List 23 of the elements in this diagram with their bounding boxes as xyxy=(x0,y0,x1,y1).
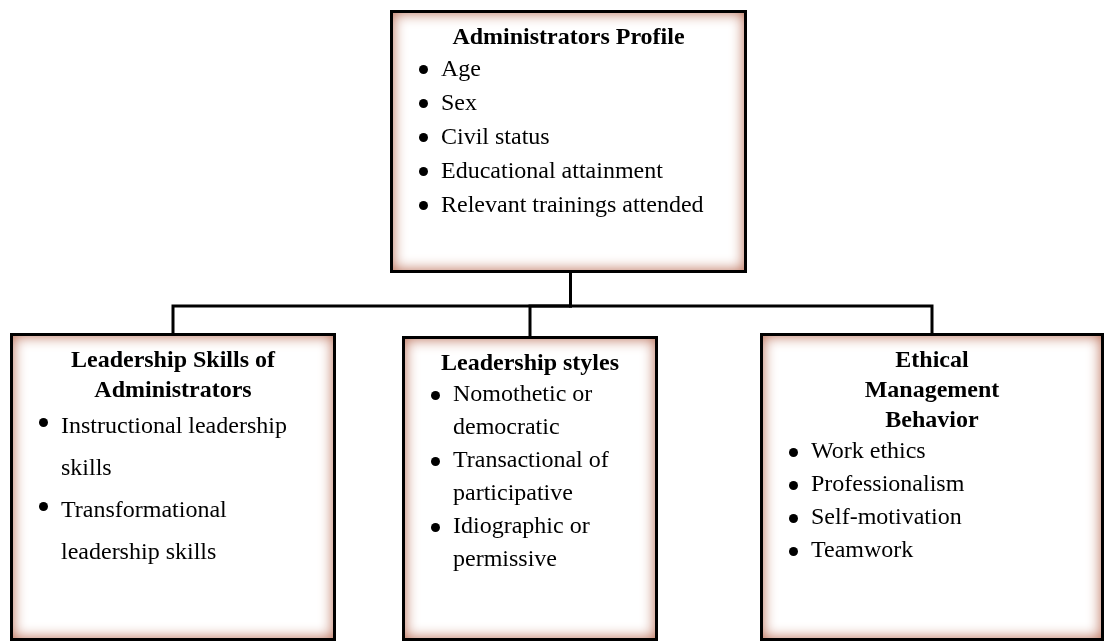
bullet-item: Transactional of participative xyxy=(453,445,610,507)
bullet-item: Instructional leadership skills xyxy=(61,411,288,482)
bullet-item: Age xyxy=(441,54,481,83)
bullet-item: Self-motivation xyxy=(811,502,962,531)
bullet-item: Relevant trainings attended xyxy=(441,190,704,219)
bullet-item: Idiographic or permissive xyxy=(453,511,591,573)
bullet-item: Transformational leadership skills xyxy=(61,495,228,566)
connector-line xyxy=(569,273,934,333)
category-box xyxy=(402,336,658,641)
box-heading: Leadership Skills of Administrators xyxy=(69,345,277,404)
category-box xyxy=(760,333,1104,641)
box-heading: Leadership styles xyxy=(441,348,619,377)
box-heading: Administrators Profile xyxy=(452,22,685,51)
bullet-item: Teamwork xyxy=(811,535,914,564)
bullet-item: Sex xyxy=(441,88,477,117)
bullet-item: Nomothetic or democratic xyxy=(453,379,594,441)
category-box xyxy=(10,333,336,641)
category-box xyxy=(390,10,747,273)
bullet-item: Civil status xyxy=(441,122,550,151)
bullet-item: Educational attainment xyxy=(441,156,663,185)
box-heading: Ethical Management Behavior xyxy=(863,345,1001,434)
bullet-item: Work ethics xyxy=(811,436,926,465)
bullet-item: Professionalism xyxy=(811,469,965,498)
